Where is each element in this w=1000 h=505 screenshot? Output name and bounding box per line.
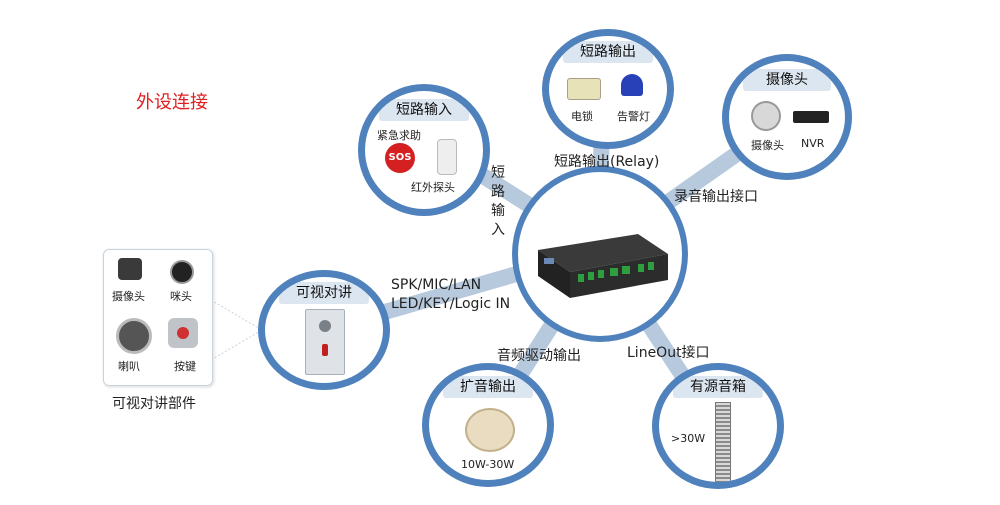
loudspeaker-icon (116, 318, 152, 354)
amplifier-output-title: 扩音输出 (443, 376, 533, 398)
nvr-label: NVR (801, 137, 825, 150)
amplifier-power-label: 10W-30W (461, 458, 515, 471)
active-speaker-power-label: >30W (671, 432, 706, 445)
center-device-node (512, 166, 688, 342)
part-button-label: 按键 (174, 360, 196, 373)
short-input-char-2: 路 (491, 184, 505, 200)
short-input-node: 短路输入 紧急求助 SOS 红外探头 (358, 84, 490, 216)
infrared-label: 红外探头 (411, 181, 455, 194)
part-speaker-label: 喇叭 (118, 360, 140, 373)
microphone-icon (170, 260, 194, 284)
column-speaker-icon (715, 402, 731, 482)
push-button-icon (168, 318, 198, 348)
callout-pointer (210, 299, 263, 361)
relay-link-label: 短路输出(Relay) (554, 154, 660, 170)
record-link-label: 录音输出接口 (674, 189, 758, 205)
intercom-title: 可视对讲 (279, 282, 369, 304)
emergency-label: 紧急求助 (377, 129, 421, 142)
page-title: 外设连接 (136, 92, 208, 113)
audio-drive-link-label: 音频驱动输出 (497, 348, 581, 364)
part-camera-label: 摄像头 (112, 290, 145, 303)
ceiling-speaker-icon (465, 408, 515, 452)
intercom-node: 可视对讲 (258, 270, 390, 390)
sos-button-icon: SOS (385, 143, 415, 173)
intercom-panel-icon (305, 309, 345, 375)
infrared-sensor-icon (437, 139, 457, 175)
audio-box-icon (538, 234, 668, 298)
electric-lock-label: 电锁 (571, 110, 593, 123)
electric-lock-icon (567, 78, 601, 100)
camera-item-label: 摄像头 (751, 139, 784, 152)
short-output-title: 短路输出 (563, 41, 653, 63)
short-input-link-label: 短 路 输 入 (490, 164, 506, 240)
short-input-char-1: 短 (491, 165, 505, 181)
short-output-node: 短路输出 电锁 告警灯 (542, 29, 674, 149)
camera-node: 摄像头 摄像头 NVR (722, 54, 852, 180)
active-speaker-node: 有源音箱 >30W (652, 363, 784, 489)
mini-camera-icon (118, 258, 142, 280)
intercom-parts-callout: 摄像头 咪头 喇叭 按键 (103, 249, 213, 386)
alarm-light-label: 告警灯 (617, 110, 650, 123)
lineout-link-label: LineOut接口 (627, 345, 710, 361)
camera-title: 摄像头 (743, 69, 831, 91)
nvr-icon (793, 111, 829, 123)
intercom-parts-caption: 可视对讲部件 (112, 396, 196, 412)
alarm-light-icon (621, 74, 643, 96)
short-input-char-4: 入 (491, 222, 505, 238)
short-input-title: 短路输入 (379, 99, 469, 121)
short-input-char-3: 输 (491, 203, 505, 219)
active-speaker-title: 有源音箱 (673, 376, 763, 398)
dome-camera-icon (751, 101, 781, 131)
amplifier-output-node: 扩音输出 10W-30W (422, 363, 554, 487)
part-mic-label: 咪头 (170, 290, 192, 303)
spk-link-label: SPK/MIC/LAN (391, 277, 482, 293)
led-link-label: LED/KEY/Logic IN (391, 296, 511, 312)
